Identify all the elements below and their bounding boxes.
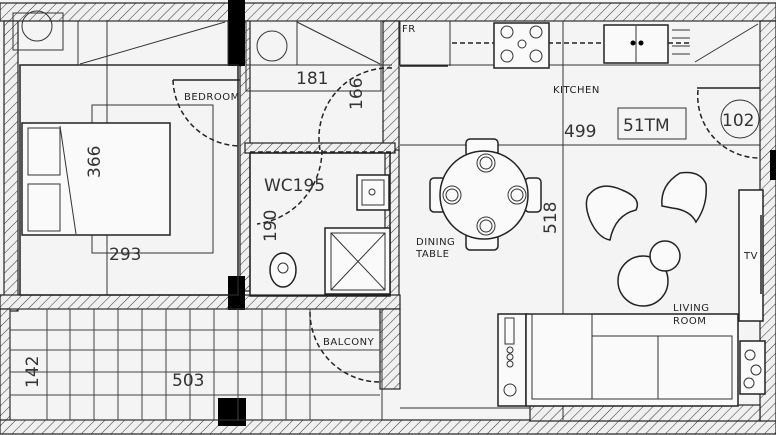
- kitchen-label: KITCHEN: [553, 85, 600, 96]
- stove: [493, 22, 550, 69]
- closet-width-dim: 181: [296, 69, 328, 89]
- bedroom-length-dim: 366: [85, 146, 105, 178]
- living-label-line1: LIVING: [673, 303, 710, 314]
- dining-label-line2: TABLE: [415, 249, 449, 260]
- dining-length-dim: 518: [541, 202, 561, 234]
- toilet: [269, 252, 297, 288]
- armchair: [661, 171, 708, 224]
- kitchen: FR KITCHEN 499 51TM 102: [399, 20, 761, 420]
- wc-label: WC195: [264, 176, 325, 196]
- structural-columns: [218, 0, 776, 426]
- living-label-line2: ROOM: [673, 316, 706, 327]
- area-label: 51TM: [623, 116, 670, 136]
- wc-length-dim: 190: [261, 210, 281, 242]
- living-room: TV LIVING ROOM: [400, 171, 766, 409]
- dining-label-line1: DINING: [416, 237, 455, 248]
- bed: [21, 122, 171, 236]
- bedroom: BEDROOM 366 293: [12, 10, 241, 296]
- wc: WC195 190: [249, 149, 391, 297]
- balcony-label: BALCONY: [323, 337, 375, 348]
- tv-label: TV: [743, 251, 758, 262]
- kitchen-width-dim: 499: [564, 122, 596, 142]
- closet: 181 166: [245, 20, 395, 153]
- bedroom-label: BEDROOM: [184, 92, 240, 103]
- unit-number: 102: [722, 111, 754, 131]
- fridge-label: FR: [402, 24, 416, 35]
- appliance: [497, 313, 527, 407]
- closet-length-dim: 166: [347, 78, 367, 110]
- balcony: BALCONY 503 142: [9, 308, 383, 421]
- tv-unit: [738, 189, 764, 322]
- balcony-width-dim: 503: [172, 371, 204, 391]
- armchair: [585, 185, 639, 241]
- dining-table: DINING TABLE 518: [415, 138, 561, 260]
- balcony-length-dim: 142: [23, 356, 43, 388]
- bedroom-width-dim: 293: [109, 245, 141, 265]
- sofa: [525, 313, 739, 407]
